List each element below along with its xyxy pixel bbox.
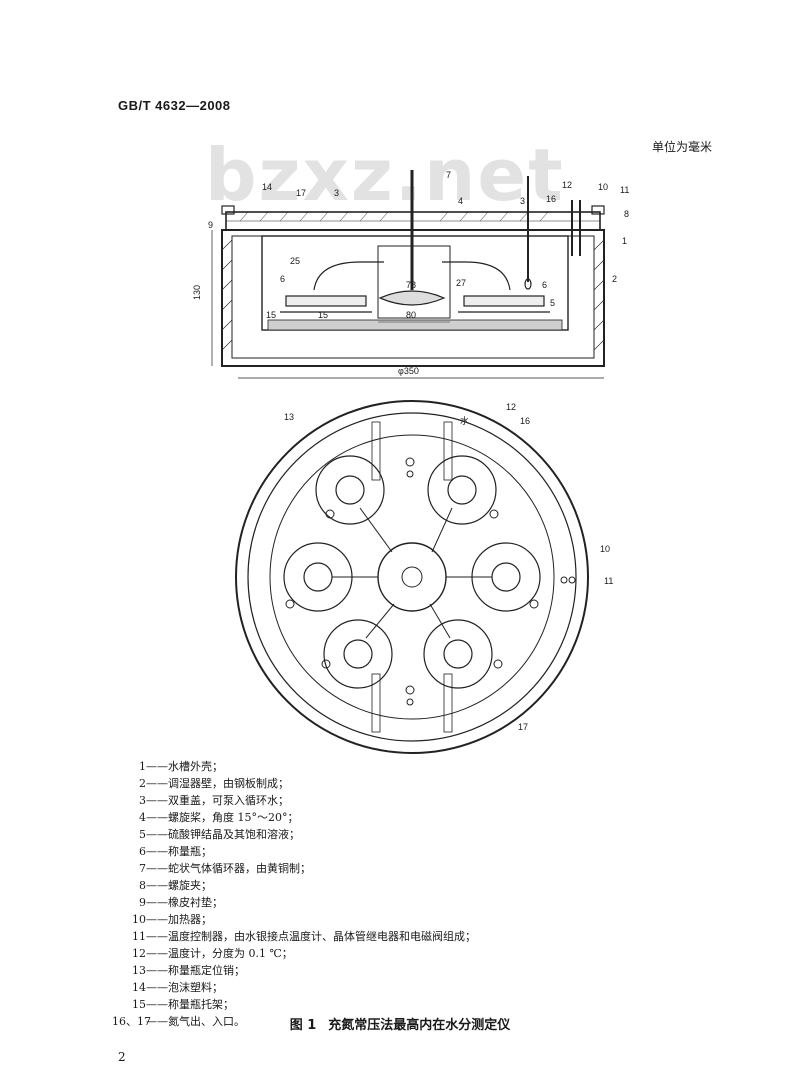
legend-item: 12——温度计，分度为 0.1 ℃； (132, 947, 293, 960)
label-9: 9 (208, 220, 213, 230)
center-circulator (377, 542, 447, 612)
legend-list: 1——水槽外壳； 2——调湿器壁，由钢板制成； 3——双重盖，可泵入循环水； 4… (112, 758, 476, 1030)
gas-circulator (377, 245, 451, 319)
label-16: 16 (546, 194, 556, 204)
plan-label-17: 17 (518, 722, 528, 732)
weighing-bottle-right (463, 295, 545, 307)
dim-height: 130 (192, 285, 202, 300)
label-17: 17 (296, 188, 306, 198)
page-number: 2 (118, 1050, 126, 1064)
label-10: 10 (598, 182, 608, 192)
plan-label-13: 13 (284, 412, 294, 422)
label-5: 5 (550, 298, 555, 308)
label-3: 3 (334, 188, 339, 198)
dim-pad: 15 (318, 310, 328, 320)
legend-item: 13——称量瓶定位销； (132, 964, 245, 977)
outer-ring (235, 400, 589, 754)
label-4: 4 (458, 196, 463, 206)
locating-pins (285, 457, 576, 706)
label-15: 15 (266, 310, 276, 320)
screw-clamp-left (221, 205, 235, 215)
legend-item: 7——蛇状气体循环器，由黄铜制； (139, 862, 311, 875)
dish-group (283, 455, 541, 689)
arms (332, 507, 492, 639)
label-11: 11 (620, 185, 629, 195)
legend-item: 3——双重盖，可泵入循环水； (139, 794, 289, 807)
figure-drawing: 14 17 3 7 4 12 10 11 3 16 8 9 1 2 25 27 … (192, 170, 629, 754)
label-1: 1 (622, 236, 627, 246)
thermometer-bulb (524, 278, 532, 290)
wall-hatching (221, 239, 605, 351)
weighing-bottle-left (285, 295, 367, 307)
label-6b: 6 (542, 280, 547, 290)
plan-label-11: 11 (604, 576, 613, 586)
label-25: 25 (290, 256, 300, 266)
dim-inner: 78 (406, 280, 416, 290)
water-label: 水 (460, 415, 469, 426)
legend-item: 6——称量瓶； (139, 845, 212, 858)
unit-note: 单位为毫米 (652, 140, 713, 154)
lid-ring (247, 412, 577, 742)
legend-item: 4——螺旋桨，角度 15°～20°； (139, 811, 299, 824)
label-14: 14 (262, 182, 272, 192)
label-7: 7 (446, 170, 451, 180)
dim-diameter: φ350 (398, 366, 419, 376)
legend-item: 15——称量瓶托架； (132, 998, 234, 1011)
legend-item: 16、17——氮气出、入口。 (112, 1015, 245, 1028)
legend-item: 9——橡皮衬垫； (139, 896, 223, 909)
label-2: 2 (612, 274, 617, 284)
section-view (211, 170, 605, 379)
plan-view (235, 400, 589, 754)
plan-label-12: 12 (506, 402, 516, 412)
label-3b: 3 (520, 196, 525, 206)
dish-bottom-right (423, 619, 493, 689)
salt-layer (267, 319, 563, 331)
label-12: 12 (562, 180, 572, 190)
section-labels: 14 17 3 7 4 12 10 11 3 16 8 9 1 2 25 27 … (192, 170, 629, 376)
legend-item: 2——调湿器壁，由钢板制成； (139, 777, 289, 790)
legend-item: 1——水槽外壳； (139, 760, 223, 773)
dish-top-right (427, 455, 497, 525)
plan-label-16: 16 (520, 416, 530, 426)
propeller (378, 290, 446, 306)
legend-item: 8——螺旋夹； (139, 879, 212, 892)
dish-bottom-left (323, 619, 393, 689)
plan-labels: 13 12 16 10 11 17 水 (284, 402, 613, 732)
legend-item: 14——泡沫塑料； (132, 981, 223, 994)
legend-item: 11——温度控制器，由水银接点温度计、晶体管继电器和电磁阀组成； (132, 930, 476, 943)
legend-item: 10——加热器； (132, 913, 212, 926)
dish-top-left (315, 455, 385, 525)
label-6a: 6 (280, 274, 285, 284)
standard-code: GB/T 4632—2008 (118, 98, 231, 113)
screw-clamp-right (591, 205, 605, 215)
dim-base: 80 (406, 310, 416, 320)
chamber-ring (269, 434, 555, 720)
figure-caption: 图 1 充氮常压法最高内在水分测定仪 (0, 1014, 800, 1033)
plan-label-10: 10 (600, 544, 610, 554)
label-27: 27 (456, 278, 466, 288)
legend-item: 5——硫酸钾结晶及其饱和溶液； (139, 828, 300, 841)
label-8: 8 (624, 209, 629, 219)
figure-label: 图 1 (289, 1018, 317, 1033)
watermark-text: bzxz.net (205, 133, 565, 217)
figure-title: 充氮常压法最高内在水分测定仪 (328, 1018, 511, 1033)
